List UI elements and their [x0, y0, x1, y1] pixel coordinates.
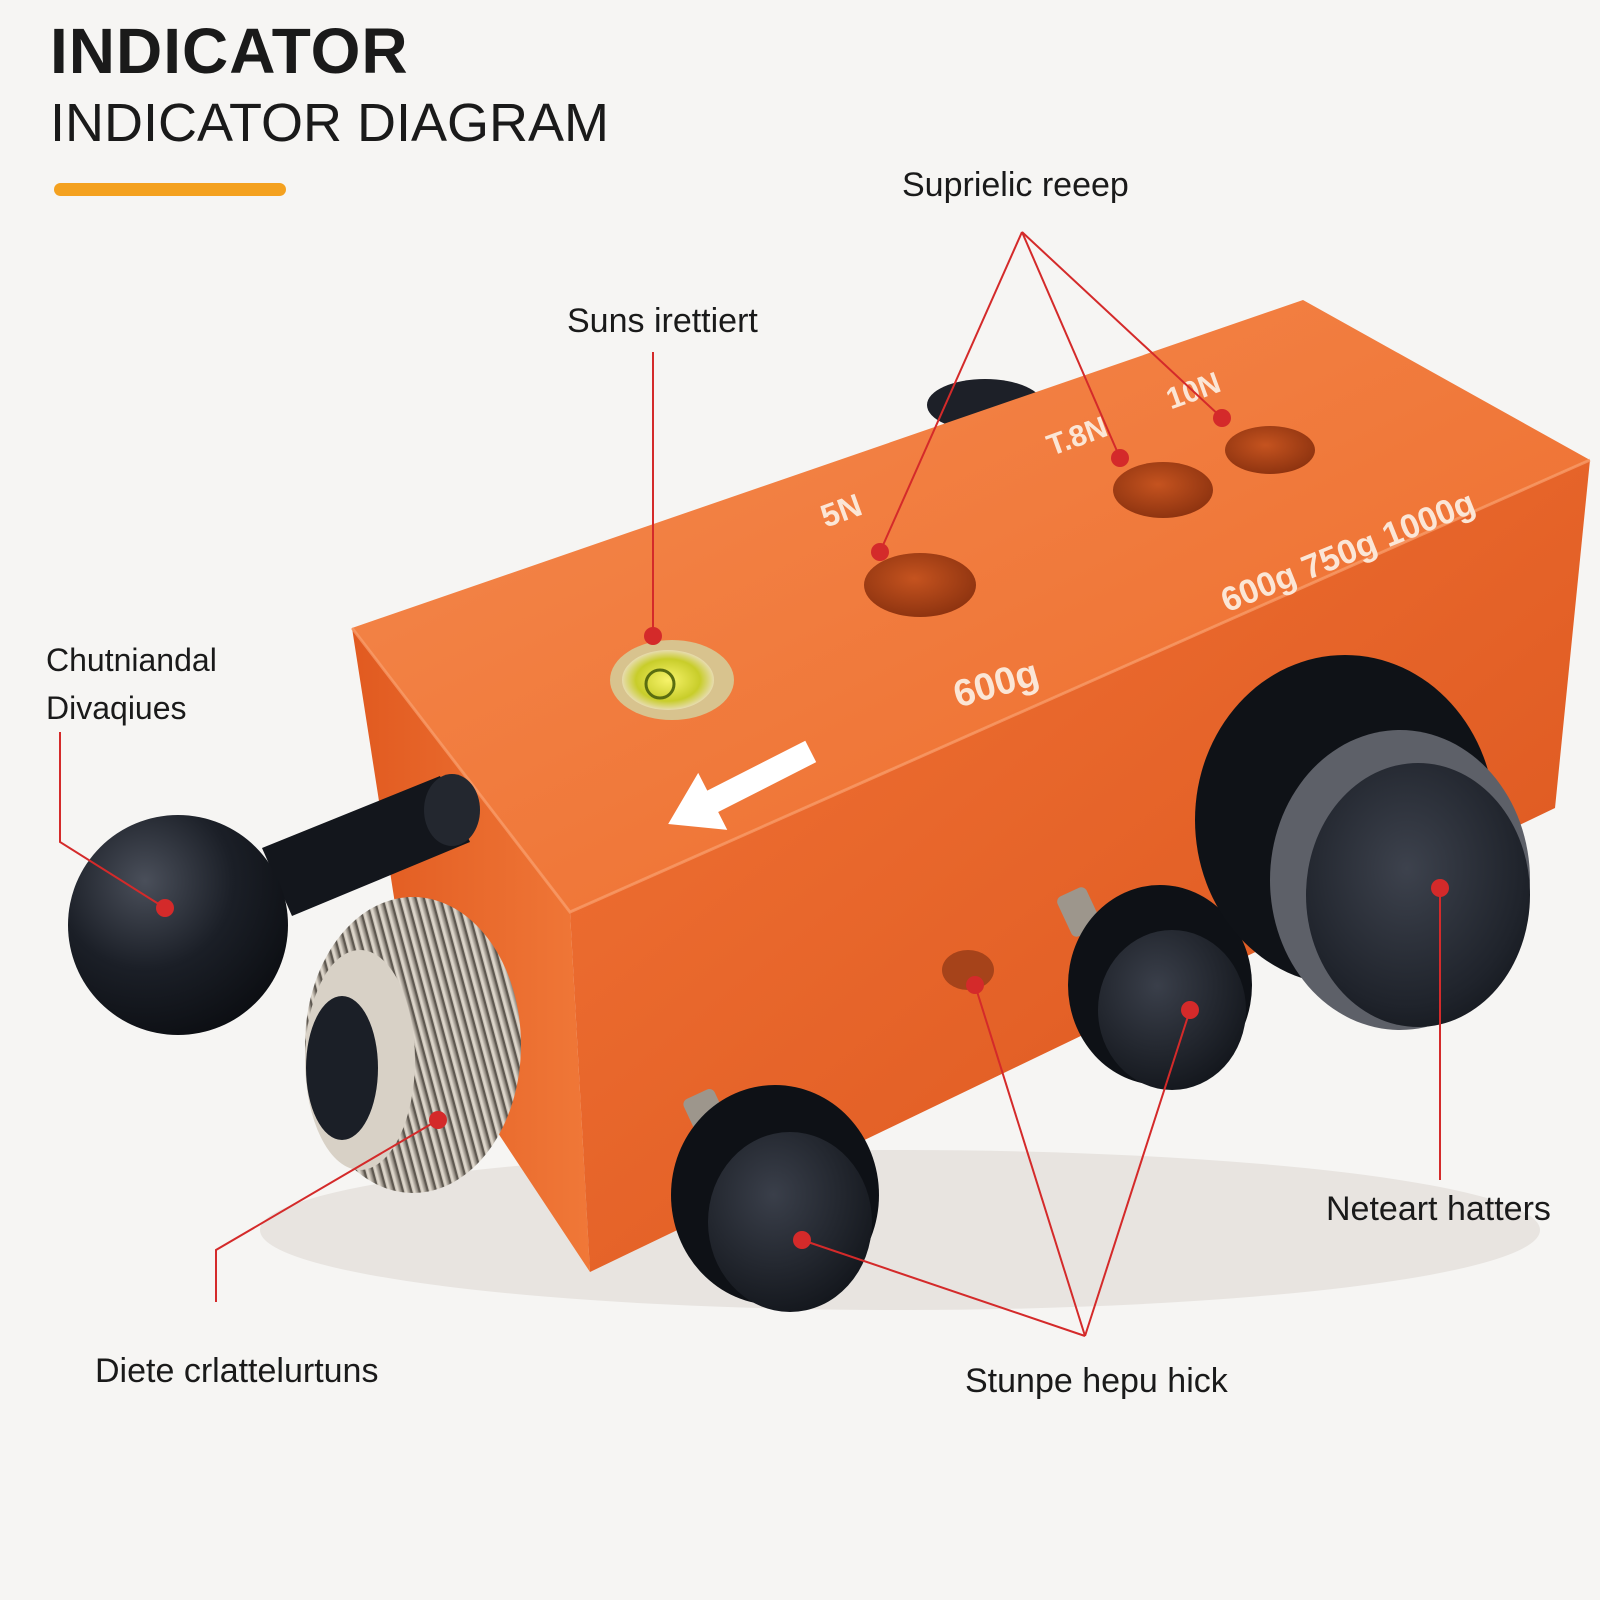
callout-right: Neteart hatters	[1326, 1190, 1551, 1228]
callout-bottom-left: Diete crlattelurtuns	[95, 1352, 379, 1390]
lever-ball	[68, 774, 480, 1035]
top-hole-10n	[1225, 426, 1315, 474]
callout-bottom-mid: Stunpe hepu hick	[965, 1362, 1228, 1400]
title: INDICATOR	[50, 15, 409, 87]
leader-dots	[156, 409, 1449, 1249]
subtitle: INDICATOR DIAGRAM	[50, 93, 610, 153]
callout-top-right: Suprielic reeep	[902, 166, 1129, 204]
block-edge-highlight	[350, 458, 1591, 914]
knurled-ring	[305, 897, 521, 1193]
arrow-left-icon	[668, 740, 817, 830]
top-hole-7-5n	[1113, 462, 1213, 518]
thumb-screw-left	[671, 1085, 879, 1312]
top-hole-5n	[864, 553, 976, 617]
bubble-level-icon	[610, 640, 734, 720]
callout-top-mid: Suns irettiert	[567, 302, 758, 340]
leader-lines	[59, 231, 1441, 1337]
thumb-screw-right	[1057, 885, 1252, 1090]
accent-bar	[54, 183, 286, 196]
callout-left-line2: Divaqiues	[46, 690, 187, 726]
large-wheel	[1195, 655, 1530, 1030]
callout-left-line1: Chutniandal	[46, 642, 217, 678]
